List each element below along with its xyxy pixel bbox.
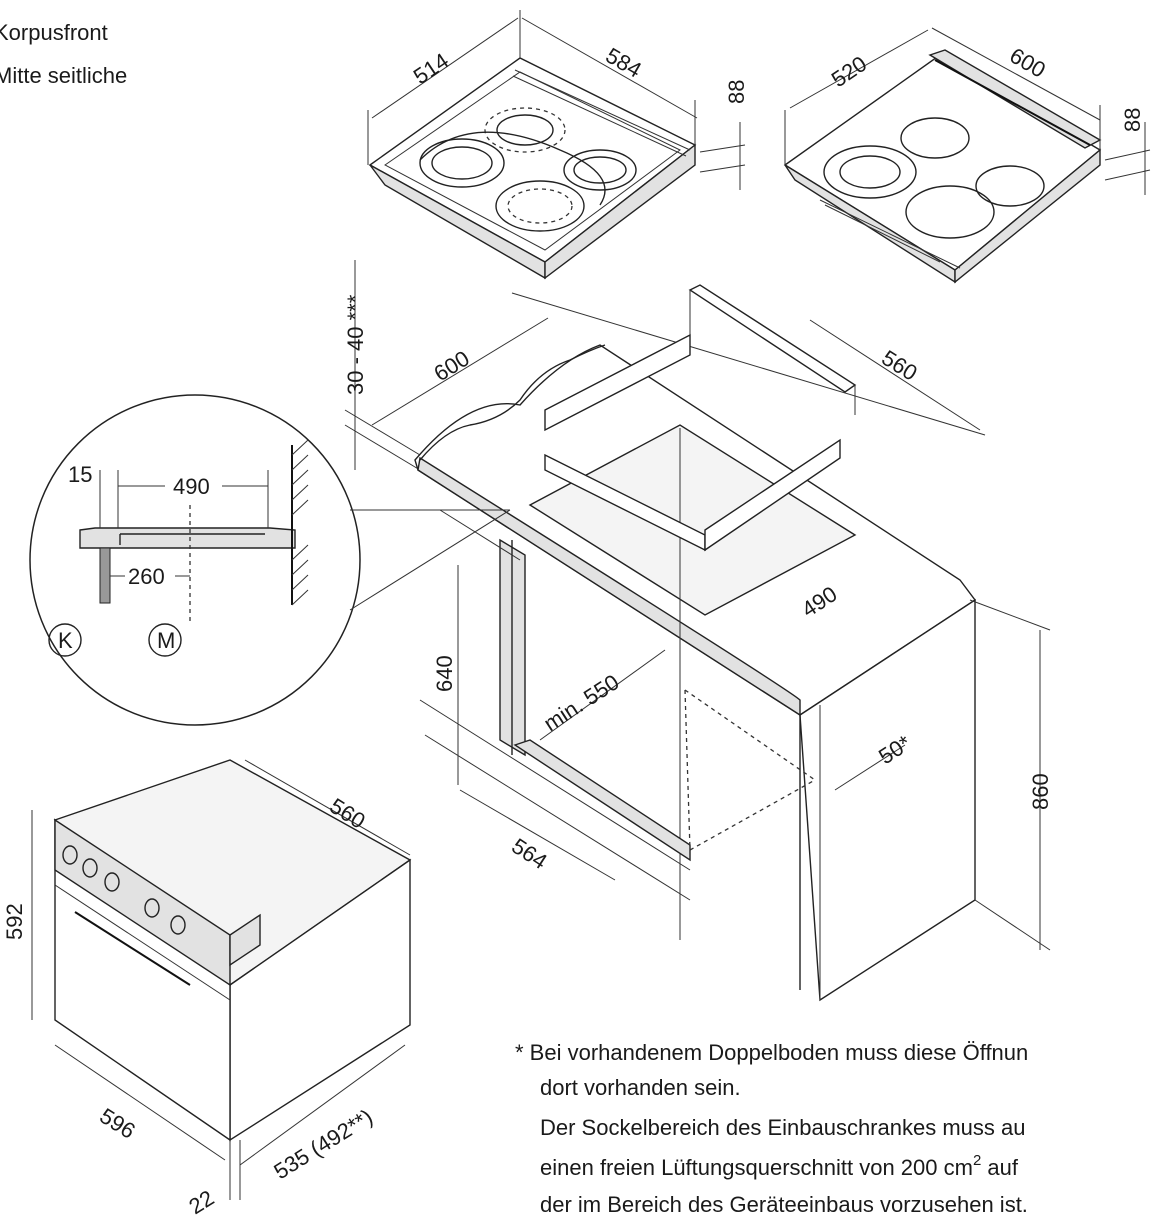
- marker-m: M: [157, 628, 175, 653]
- dim-detail-edge: 15: [68, 462, 92, 487]
- dim-hob2-height: 88: [1120, 108, 1145, 132]
- oven-drawing: [31, 759, 412, 1200]
- dim-cabinet-height: 860: [1028, 773, 1053, 810]
- dim-oven-front: 22: [184, 1185, 218, 1219]
- hob-1-drawing: [367, 10, 746, 280]
- dim-worktop-thickness: 30 - 40 ***: [343, 294, 368, 395]
- dim-oven-height: 592: [2, 903, 27, 940]
- cabinet-drawing: [419, 509, 1051, 1002]
- note-line-1: * Bei vorhandenem Doppelboden muss diese…: [515, 1040, 1028, 1065]
- dim-hob1-height: 88: [724, 80, 749, 104]
- dim-hob2-depth: 520: [827, 51, 871, 92]
- dim-hob2-width: 600: [1006, 43, 1050, 83]
- note-line-4-end: auf: [981, 1155, 1019, 1180]
- label-korpusfront: Korpusfront: [0, 20, 108, 45]
- label-mitte-seitliche: Mitte seitliche: [0, 63, 127, 88]
- dim-detail-cutout: 490: [173, 474, 210, 499]
- note-line-4: einen freien Lüftungsquerschnitt von 200…: [540, 1152, 1019, 1180]
- dim-oven-width: 596: [95, 1103, 139, 1144]
- detail-circle: [29, 394, 511, 726]
- dim-hob1-width: 584: [602, 43, 646, 83]
- dim-worktop-depth: 600: [429, 346, 473, 387]
- dim-detail-center: 260: [128, 564, 165, 589]
- marker-k: K: [58, 628, 73, 653]
- dim-niche-min-depth: min. 550: [539, 669, 623, 736]
- note-line-4-main: einen freien Lüftungsquerschnitt von 200…: [540, 1155, 973, 1180]
- note-line-4-superscript: 2: [973, 1152, 981, 1169]
- note-line-5: der im Bereich des Geräteeinbaus vorzuse…: [540, 1192, 1028, 1217]
- worktop-drawing: [344, 260, 986, 940]
- hob-2-drawing: [783, 27, 1151, 284]
- dim-oven-depth: 535 (492**): [269, 1104, 377, 1184]
- dim-cutout-width: 560: [877, 345, 921, 386]
- dim-hob1-depth: 514: [409, 48, 453, 89]
- dim-niche-height: 640: [432, 655, 457, 692]
- note-line-3: Der Sockelbereich des Einbauschrankes mu…: [540, 1115, 1025, 1140]
- note-line-2: dort vorhanden sein.: [540, 1075, 741, 1100]
